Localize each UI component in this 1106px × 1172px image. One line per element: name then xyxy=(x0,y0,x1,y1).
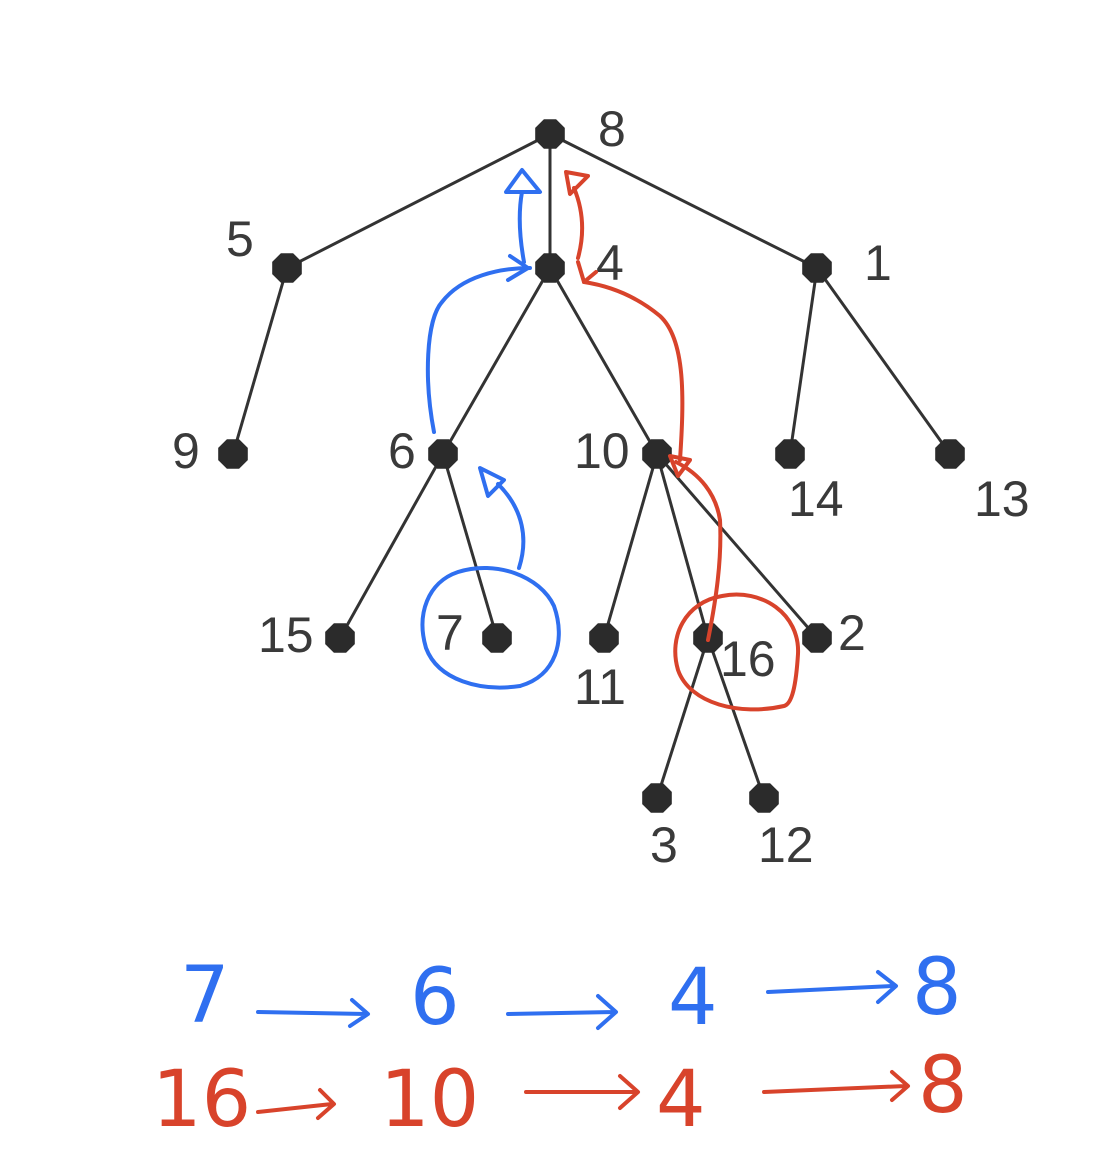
node-6 xyxy=(428,439,458,469)
red-path-node-3: 4 xyxy=(656,1055,706,1145)
node-3 xyxy=(642,783,672,813)
node-15 xyxy=(325,623,355,653)
node-label-16: 16 xyxy=(720,631,776,687)
edge-16-3 xyxy=(655,637,710,799)
tree-edges xyxy=(231,132,952,799)
node-9 xyxy=(218,439,248,469)
blue-arrow-4-to-8 xyxy=(517,190,526,264)
node-label-8: 8 xyxy=(598,101,626,157)
edge-8-5 xyxy=(286,132,551,270)
blue-seq-arrow-3 xyxy=(766,970,898,1004)
node-8 xyxy=(535,119,565,149)
edge-1-14 xyxy=(788,267,819,455)
blue-circle-around-7 xyxy=(420,566,561,690)
edge-8-1 xyxy=(549,132,818,270)
red-arrowhead-at-8 xyxy=(564,170,590,196)
blue-path-annotation xyxy=(420,168,561,690)
blue-arrow-7-to-6 xyxy=(496,482,526,570)
red-seq-arrow-3 xyxy=(762,1070,910,1102)
blue-path-node-1: 7 xyxy=(180,951,230,1041)
node-5 xyxy=(272,253,302,283)
edge-6-15 xyxy=(338,453,445,639)
node-label-14: 14 xyxy=(788,471,844,527)
blue-seq-arrow-1 xyxy=(256,998,370,1028)
node-12 xyxy=(749,783,779,813)
red-path-annotation xyxy=(564,170,801,712)
blue-path-node-4: 8 xyxy=(912,943,962,1033)
edge-10-16 xyxy=(655,453,710,639)
node-4 xyxy=(535,253,565,283)
tree-node-labels: 8 5 4 1 9 6 10 14 13 15 7 11 16 2 3 12 xyxy=(172,101,1030,873)
blue-path-node-2: 6 xyxy=(410,953,460,1043)
node-label-1: 1 xyxy=(864,235,892,291)
node-7 xyxy=(482,623,512,653)
blue-seq-arrow-2 xyxy=(506,994,618,1030)
edge-1-13 xyxy=(815,267,952,455)
edge-4-6 xyxy=(441,267,552,455)
edge-10-11 xyxy=(602,453,659,639)
red-path-node-2: 10 xyxy=(380,1055,479,1145)
node-label-12: 12 xyxy=(758,817,814,873)
node-13 xyxy=(935,439,965,469)
red-seq-arrow-2 xyxy=(524,1074,640,1110)
red-path-node-4: 8 xyxy=(918,1041,968,1131)
red-path-sequence: 16 10 4 8 xyxy=(152,1041,968,1145)
blue-path-node-3: 4 xyxy=(668,953,718,1043)
blue-path-sequence: 7 6 4 8 xyxy=(180,943,962,1043)
node-label-13: 13 xyxy=(974,471,1030,527)
red-arrow-10-to-4 xyxy=(582,280,685,462)
red-arrowhead-at-4 xyxy=(576,260,598,284)
red-path-node-1: 16 xyxy=(152,1055,251,1145)
blue-arrowhead-at-6 xyxy=(478,466,506,498)
edge-10-2 xyxy=(655,453,819,639)
red-arrow-4-to-8 xyxy=(572,186,585,260)
edge-6-7 xyxy=(441,453,499,639)
node-label-15: 15 xyxy=(258,607,314,663)
node-label-6: 6 xyxy=(388,423,416,479)
node-label-3: 3 xyxy=(650,817,678,873)
node-label-4: 4 xyxy=(596,235,624,291)
node-label-11: 11 xyxy=(574,659,626,715)
edge-5-9 xyxy=(231,267,289,455)
edge-16-12 xyxy=(706,637,766,799)
node-label-9: 9 xyxy=(172,423,200,479)
node-1 xyxy=(802,253,832,283)
node-label-2: 2 xyxy=(838,605,866,661)
blue-arrowhead-at-4 xyxy=(506,254,530,282)
red-seq-arrow-1 xyxy=(256,1088,336,1120)
node-10 xyxy=(642,439,672,469)
node-label-7: 7 xyxy=(436,605,464,661)
node-14 xyxy=(775,439,805,469)
blue-arrowhead-at-8 xyxy=(504,168,542,194)
node-2 xyxy=(802,623,832,653)
node-label-10: 10 xyxy=(574,423,630,479)
node-11 xyxy=(589,623,619,653)
edge-4-10 xyxy=(548,267,659,455)
red-arrow-16-to-10 xyxy=(674,460,723,642)
tree-nodes xyxy=(218,119,965,813)
node-label-5: 5 xyxy=(226,211,254,267)
blue-arrow-6-to-4 xyxy=(425,266,532,434)
